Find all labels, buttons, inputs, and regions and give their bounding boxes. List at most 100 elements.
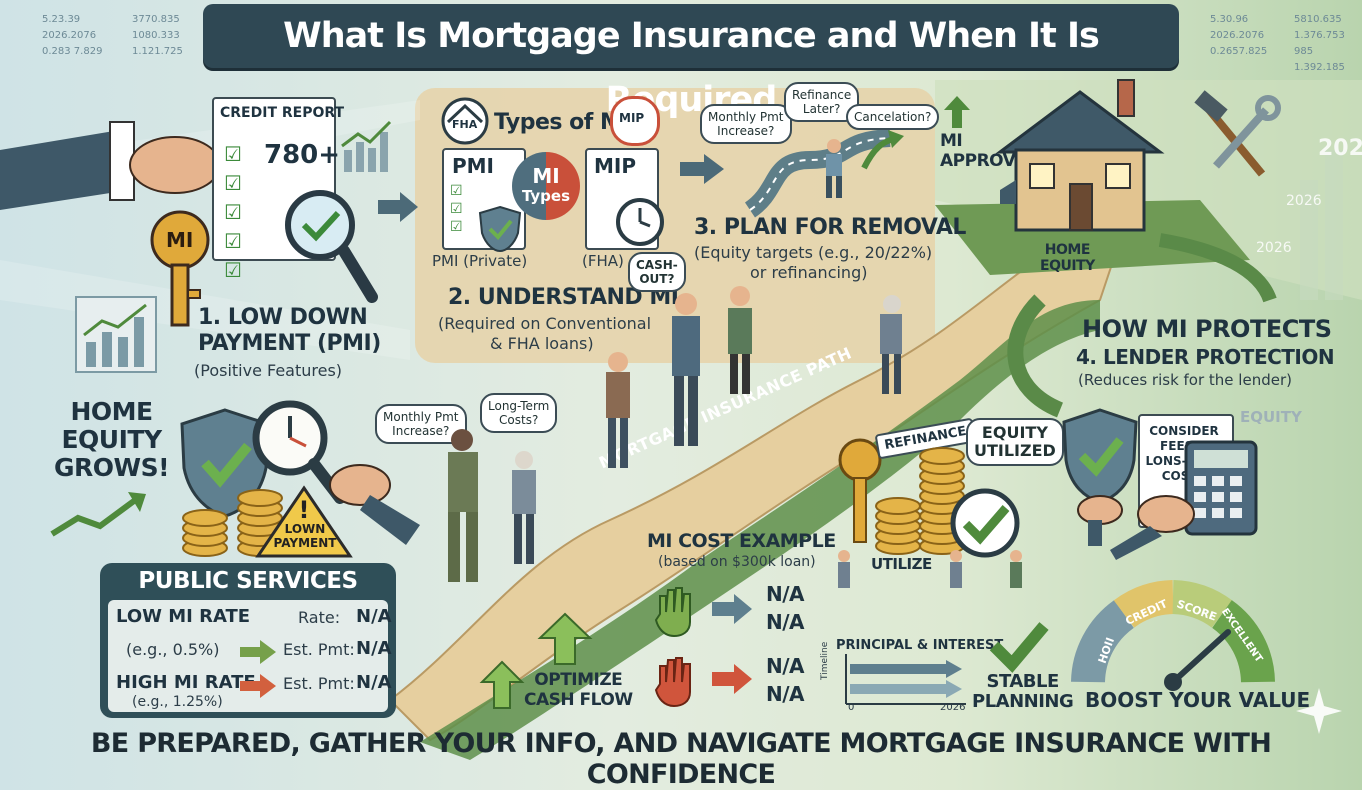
arrow-right-red-icon	[240, 674, 276, 698]
low-est-pmt-label: Est. Pmt:	[283, 640, 355, 659]
timeline-chart	[845, 654, 966, 705]
arrow-up-icon	[537, 612, 593, 665]
timeline-start: 0	[848, 702, 855, 713]
corner-numbers-top-right-a: 5.30.96 2026.2076 0.2657.825	[1210, 14, 1268, 57]
mip-badge	[610, 96, 660, 146]
calculator-icon	[1184, 440, 1258, 536]
mi-cost-value: N/A	[766, 682, 805, 706]
step3-sub-line1: (Equity targets (e.g., 20/22%)	[694, 243, 933, 262]
coins-icon	[182, 489, 283, 557]
pmi-caption: PMI (Private)	[432, 252, 528, 270]
stable-planning-label: STABLE PLANNING	[972, 671, 1074, 712]
bar-chart-icon	[75, 296, 157, 373]
checklist-icon: ☑☑☑	[450, 183, 463, 235]
shield-check-icon	[180, 408, 270, 518]
high-est-pmt-value: N/A	[356, 672, 392, 693]
corner-numbers-top-left-a: 5.23.39 2026.2076 0.283 7.829	[42, 14, 103, 57]
hand-icon	[329, 464, 420, 545]
arrow-up-icon	[479, 660, 525, 709]
arrow-right-icon	[680, 154, 724, 184]
step1-title-line2: PAYMENT (PMI)	[198, 331, 381, 356]
arrow-right-red-icon	[712, 664, 752, 694]
home-equity-label: HOME EQUITY	[1040, 242, 1095, 274]
credit-score-gauge	[1071, 580, 1275, 691]
step1-title: 1. LOW DOWN PAYMENT (PMI)	[198, 305, 381, 357]
hammer-wrench-icon	[1194, 90, 1281, 177]
mip-badge-label: MIP	[619, 111, 645, 125]
refinance-later-bubble: Refinance Later?	[784, 82, 860, 122]
step1-sub: (Positive Features)	[194, 361, 343, 380]
mi-types-circle	[512, 152, 580, 220]
public-services-heading: PUBLIC SERVICES	[138, 568, 358, 594]
mi-cost-value: N/A	[766, 654, 805, 678]
checklist-icon: ☑☑☑☑☑	[224, 142, 242, 282]
mi-types-center-line1: MI	[532, 164, 560, 188]
high-mi-rate-example: (e.g., 1.25%)	[132, 694, 223, 710]
corner-numbers-top-right-b: 5810.635 1.376.753 985 1.392.185	[1294, 14, 1345, 73]
mip-doc-label: MIP	[594, 154, 637, 178]
check-circle-icon	[950, 488, 1020, 558]
arrow-right-icon	[378, 192, 418, 222]
check-icon	[989, 622, 1049, 673]
low-mi-rate-example: (e.g., 0.5%)	[126, 640, 220, 659]
year-label: 2026	[1256, 240, 1292, 256]
step2-sub-line2: & FHA loans)	[490, 334, 594, 353]
credit-report-heading: CREDIT REPORT	[220, 105, 345, 121]
people-walking-icon	[606, 286, 902, 468]
mi-cost-sub: (based on $300k loan)	[658, 554, 816, 570]
long-term-costs-bubble: Long-Term Costs?	[480, 393, 558, 433]
magnifying-glass-icon	[285, 190, 378, 303]
year-label: 2026	[1286, 193, 1322, 209]
high-est-pmt-label: Est. Pmt:	[283, 674, 355, 693]
hand-icon	[1077, 495, 1123, 546]
house-icon	[995, 79, 1165, 232]
warning-icon: !	[255, 485, 353, 558]
rate-label: Rate:	[298, 608, 341, 627]
mi-types-center-line2: Types	[521, 187, 571, 205]
fha-house-icon	[441, 97, 489, 145]
key-label: MI	[166, 228, 194, 252]
person-with-phone-icon	[826, 139, 842, 198]
monthly-payment-bubble: Monthly Pmt Increase?	[700, 104, 792, 144]
timeline-axis-label: Timeline	[820, 641, 830, 680]
timeline-end: 2026	[940, 702, 966, 713]
utilize-label: UTILIZE	[871, 555, 932, 573]
mi-types-center-label: MI Types	[510, 166, 582, 206]
sparkle-icon	[1296, 688, 1342, 734]
people-exchanging-icon	[838, 550, 1022, 588]
mi-cost-value: N/A	[766, 610, 805, 634]
arrow-right-green-icon	[240, 640, 276, 664]
step4-title: 4. LENDER PROTECTION	[1076, 345, 1335, 369]
arrow-up-icon	[944, 96, 970, 128]
trend-arrow-icon	[50, 492, 146, 537]
rate-value: N/A	[356, 606, 392, 627]
boost-your-value-label: BOOST YOUR VALUE	[1085, 688, 1311, 712]
hand-icon	[1110, 495, 1195, 560]
fha-badge-label: FHA	[452, 118, 478, 131]
step3-sub: (Equity targets (e.g., 20/22%) or refina…	[694, 243, 932, 283]
step3-sub-line2: or refinancing)	[750, 263, 868, 282]
pmi-doc-label: PMI	[452, 154, 495, 178]
page-title: What Is Mortgage Insurance and When It I…	[203, 4, 1179, 120]
growth-chart-icon	[341, 120, 392, 172]
year-label: 2026	[1318, 136, 1362, 161]
shield-icon	[478, 205, 522, 253]
green-hand-icon	[654, 587, 691, 638]
low-est-pmt-value: N/A	[356, 638, 392, 659]
low-mi-rate-label: LOW MI RATE	[116, 606, 251, 627]
clock-icon	[616, 198, 664, 246]
types-of-mi-heading: Types of MI	[494, 110, 630, 135]
step2-sub: (Required on Conventional & FHA loans)	[438, 314, 651, 354]
arrow-up-right-icon	[861, 130, 904, 170]
step4-sub: (Reduces risk for the lender)	[1078, 371, 1292, 389]
mi-cost-value: N/A	[766, 582, 805, 606]
arrow-right-icon	[712, 594, 752, 624]
clock-magnifier-icon	[252, 400, 346, 504]
hand-with-key-icon	[0, 121, 221, 327]
winding-road-icon	[744, 129, 891, 218]
cash-out-bubble: CASH- OUT?	[628, 252, 686, 292]
svg-text:!: !	[299, 496, 310, 524]
bottom-banner: BE PREPARED, GATHER YOUR INFO, AND NAVIG…	[90, 728, 1272, 790]
corner-numbers-top-left-b: 3770.835 1080.333 1.121.725	[132, 14, 183, 57]
optimize-cash-flow-label: OPTIMIZE CASH FLOW	[524, 670, 633, 710]
